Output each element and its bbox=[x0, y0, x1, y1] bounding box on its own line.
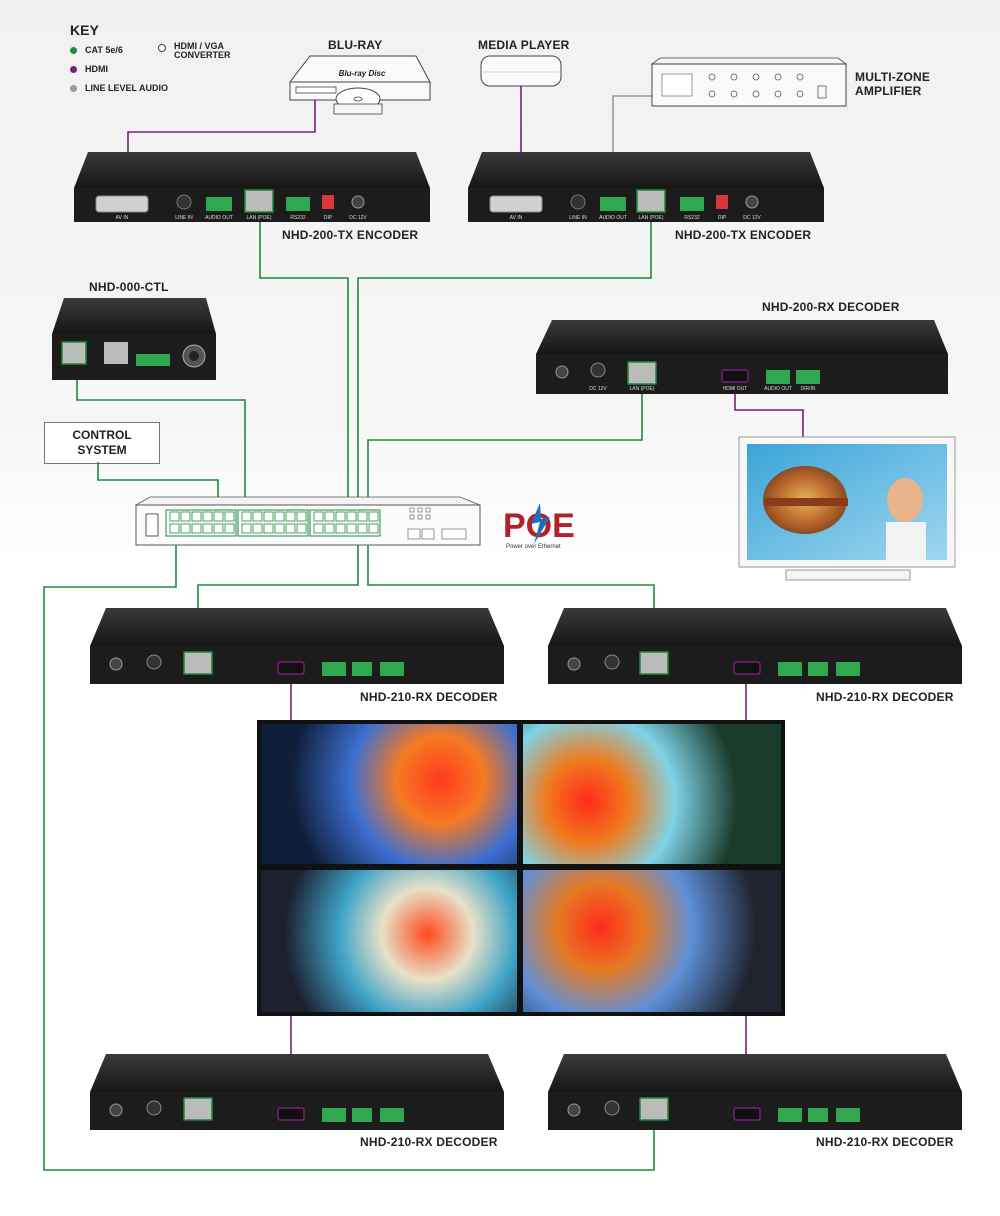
multi-zone-amplifier bbox=[650, 57, 848, 107]
bluray-label: BLU-RAY bbox=[328, 38, 383, 52]
svg-text:DC 12V: DC 12V bbox=[589, 386, 607, 392]
encoder-2-label: NHD-200-TX ENCODER bbox=[675, 228, 812, 242]
poe-switch bbox=[134, 496, 481, 546]
key-item-converter: HDMI / VGA CONVERTER bbox=[158, 42, 231, 60]
svg-text:LAN (POE): LAN (POE) bbox=[246, 215, 271, 221]
key-item-label: LINE LEVEL AUDIO bbox=[85, 83, 169, 93]
video-wall-tile-1 bbox=[261, 724, 517, 864]
rx-200-device: DC 12V LAN (POE) HDMI OUT AUDIO OUT DIR/… bbox=[536, 320, 948, 394]
key-item-label: CAT 5e/6 bbox=[85, 45, 123, 55]
key-item-label: HDMI / VGA CONVERTER bbox=[174, 41, 231, 60]
controller-device bbox=[52, 298, 216, 380]
rx-210-d-label: NHD-210-RX DECODER bbox=[816, 1135, 954, 1149]
rx-210-c-label: NHD-210-RX DECODER bbox=[360, 1135, 498, 1149]
svg-text:DIP: DIP bbox=[324, 215, 333, 221]
svg-text:DC 12V: DC 12V bbox=[349, 215, 367, 221]
poe-logo: POE Power over Ethernet bbox=[503, 503, 575, 550]
hdmi-dot-icon bbox=[70, 65, 77, 73]
svg-text:DIR/IR: DIR/IR bbox=[801, 386, 816, 392]
hdmi-wire-rx200-tv bbox=[734, 385, 804, 438]
lightning-icon bbox=[531, 503, 550, 544]
hdmi-wire-bluray bbox=[127, 96, 316, 170]
svg-text:RS232: RS232 bbox=[684, 215, 700, 221]
key-item-audio: LINE LEVEL AUDIO bbox=[70, 83, 168, 93]
controller-label: NHD-000-CTL bbox=[89, 280, 169, 294]
svg-text:LINE IN: LINE IN bbox=[175, 215, 193, 221]
cat-wire-rx210d bbox=[43, 536, 655, 1171]
bluray-logo: Blu-ray Disc bbox=[339, 69, 386, 78]
rx-210-a-device bbox=[90, 608, 504, 684]
rx-210-b-label: NHD-210-RX DECODER bbox=[816, 690, 954, 704]
key-item-label: HDMI bbox=[85, 64, 108, 74]
svg-text:LINE IN: LINE IN bbox=[569, 215, 587, 221]
video-wall bbox=[257, 720, 785, 1016]
converter-ring-icon bbox=[158, 44, 166, 52]
svg-text:Power over Ethernet: Power over Ethernet bbox=[506, 544, 561, 550]
cat-wire-rx200 bbox=[367, 385, 643, 515]
rx-210-d-device bbox=[548, 1054, 962, 1130]
tv-display bbox=[738, 436, 956, 581]
cat-wire-encoder2 bbox=[357, 212, 652, 515]
key-item-hdmi: HDMI bbox=[70, 64, 108, 74]
control-system-box: CONTROL SYSTEM bbox=[44, 422, 160, 464]
audio-dot-icon bbox=[70, 84, 77, 92]
svg-text:LAN (POE): LAN (POE) bbox=[638, 215, 663, 221]
svg-text:RS232: RS232 bbox=[290, 215, 306, 221]
encoder-1-label: NHD-200-TX ENCODER bbox=[282, 228, 419, 242]
cat-dot-icon bbox=[70, 46, 77, 54]
svg-text:AV IN: AV IN bbox=[510, 215, 523, 221]
rx-210-c-device bbox=[90, 1054, 504, 1130]
cat-wire-controller bbox=[76, 368, 246, 515]
svg-text:AUDIO OUT: AUDIO OUT bbox=[764, 386, 792, 392]
key-title: KEY bbox=[70, 22, 99, 38]
svg-text:DC 12V: DC 12V bbox=[743, 215, 761, 221]
video-wall-tile-3 bbox=[261, 870, 517, 1012]
key-item-cat: CAT 5e/6 bbox=[70, 45, 123, 55]
svg-text:AUDIO OUT: AUDIO OUT bbox=[599, 215, 627, 221]
svg-text:AV IN: AV IN bbox=[116, 215, 129, 221]
amplifier-label: MULTI-ZONE AMPLIFIER bbox=[855, 70, 931, 98]
video-wall-tile-2 bbox=[523, 724, 781, 864]
svg-text:AUDIO OUT: AUDIO OUT bbox=[205, 215, 233, 221]
rx-200-label: NHD-200-RX DECODER bbox=[762, 300, 900, 314]
cat-wire-encoder1 bbox=[259, 212, 349, 515]
svg-text:LAN (POE): LAN (POE) bbox=[629, 386, 654, 392]
rx-210-a-label: NHD-210-RX DECODER bbox=[360, 690, 498, 704]
encoder-1-device: AV IN LINE IN AUDIO OUT LAN (POE) RS232 … bbox=[74, 152, 430, 222]
video-wall-tile-4 bbox=[523, 870, 781, 1012]
encoder-2-device: AV IN LINE IN AUDIO OUT LAN (POE) RS232 … bbox=[468, 152, 824, 222]
svg-text:DIP: DIP bbox=[718, 215, 727, 221]
media-player bbox=[480, 55, 562, 87]
bluray-player: Blu-ray Disc bbox=[288, 55, 431, 115]
svg-text:HDMI OUT: HDMI OUT bbox=[723, 386, 748, 392]
rx-210-b-device bbox=[548, 608, 962, 684]
media-player-label: MEDIA PLAYER bbox=[478, 38, 570, 52]
